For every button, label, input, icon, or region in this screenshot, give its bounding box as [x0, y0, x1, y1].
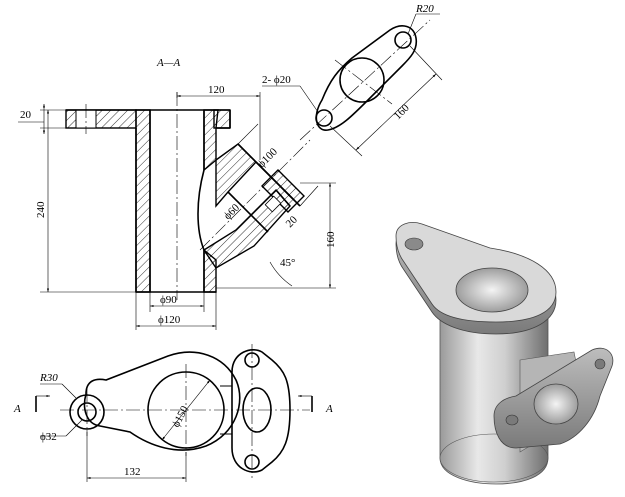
- dim-160-top: 160: [392, 102, 413, 123]
- dim-2-phi20: 2- ϕ20: [262, 74, 291, 86]
- section-aa: A—A: [18, 57, 337, 330]
- cut-marker-left: A: [13, 403, 21, 415]
- dim-phi32: ϕ32: [40, 431, 57, 443]
- dim-20-flange: 20: [20, 109, 32, 121]
- dim-240: 240: [35, 201, 47, 218]
- dim-phi100: ϕ100: [256, 146, 281, 171]
- oblique-flange-view: 160 R20 2- ϕ20: [262, 3, 443, 157]
- dim-phi60: ϕ60: [222, 201, 243, 222]
- dim-phi120: ϕ120: [158, 314, 181, 326]
- dim-angle-45: 45°: [280, 257, 295, 269]
- cut-marker-right: A: [325, 403, 333, 415]
- isometric-render: [395, 222, 614, 485]
- section-title: A—A: [156, 57, 181, 69]
- dim-120-top: 120: [208, 84, 225, 96]
- top-view: A A R30 ϕ150 ϕ32 132: [13, 344, 333, 482]
- dim-phi90: ϕ90: [160, 294, 177, 306]
- dim-r20: R20: [415, 3, 434, 15]
- dim-20-branch: 20: [284, 214, 301, 231]
- dim-r30: R30: [39, 372, 58, 384]
- dim-160-right: 160: [325, 231, 337, 248]
- dim-132: 132: [124, 466, 141, 478]
